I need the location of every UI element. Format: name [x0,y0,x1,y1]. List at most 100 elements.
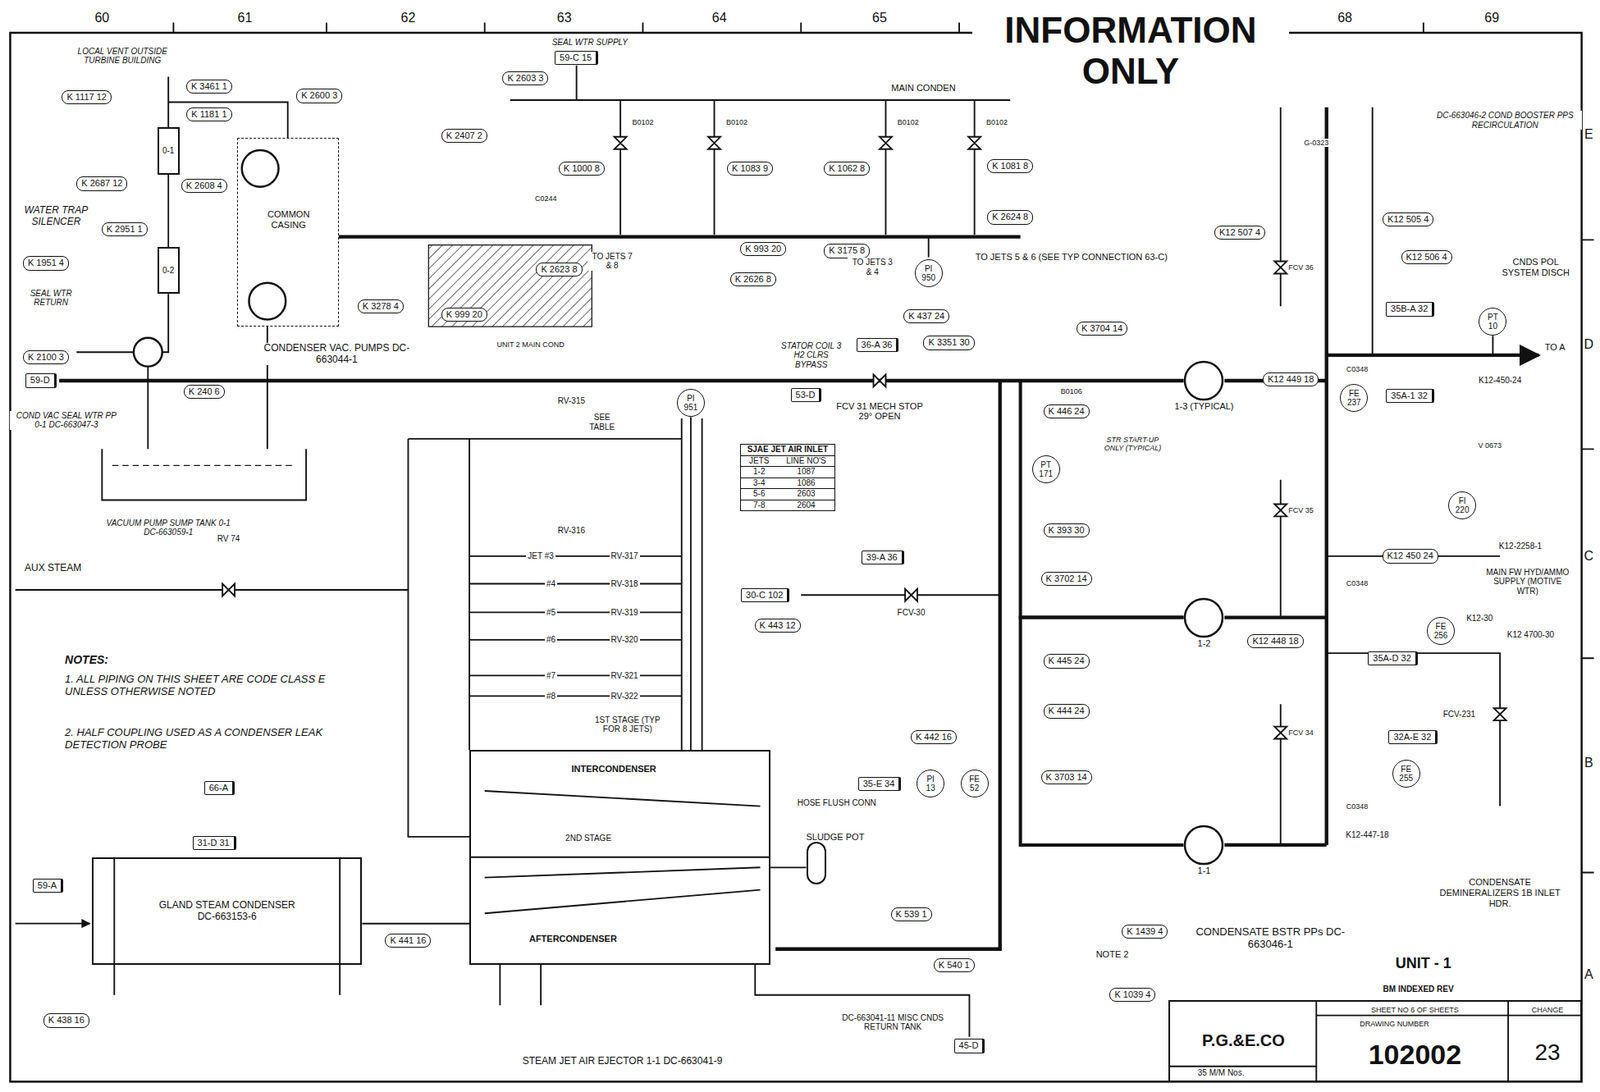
booster-pump: 1-1 [1183,824,1225,877]
drawing-label: CONDENSATE DEMINERALIZERS 1B INLET HDR. [1433,877,1567,909]
booster-pump-text: 1-1 [1196,865,1213,877]
grid-reference: 65 [870,10,889,26]
line-number-tag: K 3702 14 [1041,571,1093,586]
line-number-tag-text: K 993 20 [745,243,782,254]
instrument-bubble: FI 220 [1448,491,1477,520]
line-number-tag-text: K 2623 8 [540,264,577,275]
air-ejector-condenser-text: INTERCONDENSER [570,763,659,775]
drawing-label: STATOR COIL 3 H2 CLRS BYPASS [775,341,847,371]
line-number-tag-text: K 3702 14 [1046,573,1088,584]
instrument-bubble: PI 13 [916,769,945,798]
line-number-tag-text: K 240 6 [188,386,220,397]
line-number-tag-text: K12 448 18 [1252,635,1299,646]
drawing-label: COND VAC SEAL WTR PP 0-1 DC-663047-3 [9,411,123,430]
drawing-label: DC-663041-11 MISC CNDS RETURN TANK [836,1013,950,1033]
pipe-connector [361,923,470,925]
line-number-tag: K12 505 4 [1382,212,1434,227]
pump-casing [1184,598,1223,637]
drawing-label: RV-320 [609,635,640,645]
drawing-label: K12-30 [1464,613,1495,624]
jet-air-inlet-table-text: 2603 [777,488,835,500]
drawing-border [9,32,1582,1082]
process-pipe [15,65,1582,1083]
pipe-connector [1020,380,1184,618]
jet-air-inlet-table-text: JETS [740,455,778,467]
main-condensate-pipe [59,107,1327,950]
drawing-label: CNDS POL SYSTEM DISCH [1499,256,1572,278]
line-number-tag-text: K12 507 4 [1219,227,1261,238]
unit-2-hatched-area [428,245,592,327]
line-number-tag-text: K 1951 4 [27,257,64,268]
drawing-label: 2. HALF COUPLING USED AS A CONDENSER LEA… [63,726,370,752]
drawing-label: UNIT - 1 [1394,955,1454,973]
gland-steam-condenser-text: GLAND STEAM CONDENSER DC-663153-6 [150,899,304,924]
line-number-tag-text: K 2624 8 [992,211,1029,222]
line-number-tag: K 999 20 [441,307,488,322]
sheet-reference-flag: 35A-D 32 [1367,651,1418,666]
drawing-label: UNIT 2 MAIN COND [494,340,567,349]
line-number-tag: K 2407 2 [441,128,488,143]
jet-air-inlet-table-text: 1087 [777,466,835,478]
line-number-tag-text: K 3703 14 [1046,772,1088,782]
drawing-label: #5 [544,608,558,618]
drawing-label: K12-447-18 [1344,830,1390,841]
line-number-tag-text: K 2100 3 [27,352,64,362]
line-number-tag-text: K 441 16 [389,935,426,946]
grid-reference: B [1582,755,1596,771]
sheet-reference-flag-text: 30-C 102 [745,589,783,600]
line-number-tag-text: K 2608 4 [186,180,223,191]
sheet-reference-flag-text: 35B-A 32 [1390,303,1428,314]
sheet-reference-flag: 53-D [790,388,823,403]
instrument-bubble: PT 10 [1478,307,1507,336]
drawing-label: B0102 [630,118,655,127]
sheet-reference-flag: 32A-E 32 [1388,730,1438,745]
line-number-tag-text: K 999 20 [446,309,483,320]
sheet-reference-flag-text: 45-D [959,1040,979,1051]
line-number-tag-text: K 2951 1 [106,224,143,234]
drawing-label: 1. ALL PIPING ON THIS SHEET ARE CODE CLA… [63,673,370,699]
line-number-tag: K 1083 9 [726,161,773,176]
instrument-bubble-text: PT 171 [1038,460,1053,479]
line-number-tag: K 1000 8 [558,161,605,176]
sheet-reference-flag-text: 59-C 15 [559,52,592,63]
line-number-tag-text: K 2603 3 [507,73,544,83]
line-number-tag-text: K 437 24 [908,310,945,321]
grid-reference: 64 [710,10,729,26]
sheet-reference-flag-text: 35A-D 32 [1372,653,1411,663]
booster-pump: 1-2 [1183,597,1225,650]
drawing-label: B0102 [724,118,750,127]
instrument-bubble: PI 951 [676,388,705,417]
instrument-bubble-text: FE 237 [1347,388,1362,407]
pump-symbol [1183,360,1225,402]
drawing-label: RV-321 [609,671,640,682]
sheet-reference-flag: 59-A [32,878,64,893]
sheet-reference-flag: 59-D [25,373,57,388]
sludge-pot: SLUDGE POT [805,832,864,886]
line-number-tag-text: K 442 16 [915,731,952,742]
sheet-reference-flag: 35B-A 32 [1385,301,1435,316]
line-number-tag-text: K 539 1 [896,909,928,919]
booster-pump: 1-3 (TYPICAL) [1172,360,1235,412]
drawing-label: WATER TRAP SILENCER [20,205,92,229]
jet-air-inlet-table-text: 7-8 [740,499,778,512]
line-number-tag-text: K 3175 8 [828,245,865,256]
instrument-bubble-text: FE 256 [1434,621,1449,640]
line-number-tag-text: K12 506 4 [1406,251,1448,262]
sheet-reference-flag: 31-D 31 [192,836,237,851]
sludge-pot-text: SLUDGE POT [805,832,864,843]
sheet-reference-flag: 59-C 15 [554,50,599,65]
drawing-label: K12 4700-30 [1505,630,1556,640]
drawing-label: DC-663046-2 COND BOOSTER PPS RECIRCULATI… [1428,110,1582,130]
line-number-tag-text: K 1181 1 [191,109,227,119]
jet-air-inlet-table-text: LINE NO'S [777,455,835,467]
title-block-text: SHEET NO 6 OF SHEETS [1369,1005,1461,1015]
grid-reference: 63 [555,10,574,26]
line-number-tag-text: K 2407 2 [446,130,483,141]
pipe-connector [770,866,807,869]
grid-reference: D [1582,337,1596,352]
vessel-shell [807,842,826,884]
drawing-label: RV-315 [556,396,587,407]
